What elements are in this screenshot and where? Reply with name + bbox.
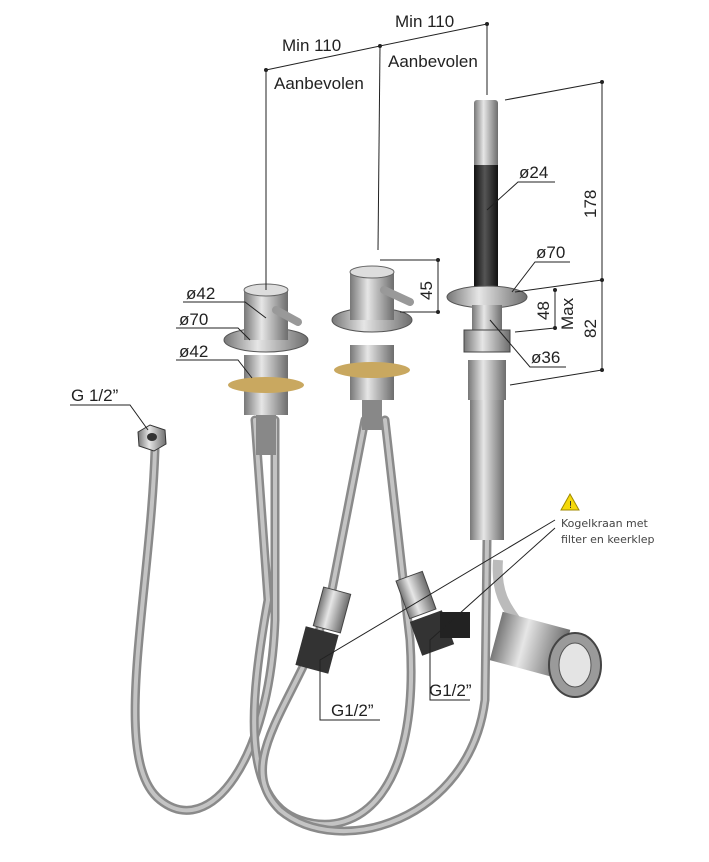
svg-text:!: ! bbox=[569, 500, 573, 511]
hose-connection-label: G 1/2” bbox=[71, 386, 119, 405]
wall-connector bbox=[489, 611, 602, 698]
valve2-connection-label: G1/2” bbox=[429, 681, 472, 700]
mixer-right bbox=[331, 265, 414, 430]
hoses bbox=[130, 400, 535, 836]
hand-shower bbox=[446, 100, 528, 400]
recommended-left-label: Aanbevolen bbox=[274, 74, 364, 93]
handshower-total: 82 bbox=[581, 319, 600, 338]
min-110-right-label: Min 110 bbox=[395, 12, 454, 31]
handshower-hose-sleeve bbox=[470, 400, 504, 540]
mixer1-top-diameter: ø42 bbox=[186, 284, 215, 303]
dimension-lines bbox=[70, 22, 604, 721]
warning-triangle-icon: ! bbox=[560, 492, 580, 511]
mixer2-height: 45 bbox=[417, 281, 436, 300]
min-110-left-label: Min 110 bbox=[282, 36, 341, 55]
ball-valves bbox=[295, 570, 470, 674]
handshower-diameter: ø24 bbox=[519, 163, 548, 182]
mixer-left bbox=[223, 283, 309, 455]
mixer1-base-diameter: ø42 bbox=[179, 342, 208, 361]
valve1-connection-label: G1/2” bbox=[331, 701, 374, 720]
handshower-max: Max bbox=[558, 297, 577, 330]
handshower-length: 178 bbox=[581, 190, 600, 218]
handshower-mount-height: 48 bbox=[534, 301, 553, 320]
valve-note-line2: filter en keerklep bbox=[561, 533, 655, 546]
valve-note-line1: Kogelkraan met bbox=[561, 517, 649, 530]
handshower-base-diameter: ø36 bbox=[531, 348, 560, 367]
hose-nut bbox=[137, 424, 167, 452]
mixer1-flange-diameter: ø70 bbox=[179, 310, 208, 329]
recommended-right-label: Aanbevolen bbox=[388, 52, 478, 71]
handshower-flange-diameter: ø70 bbox=[536, 243, 565, 262]
